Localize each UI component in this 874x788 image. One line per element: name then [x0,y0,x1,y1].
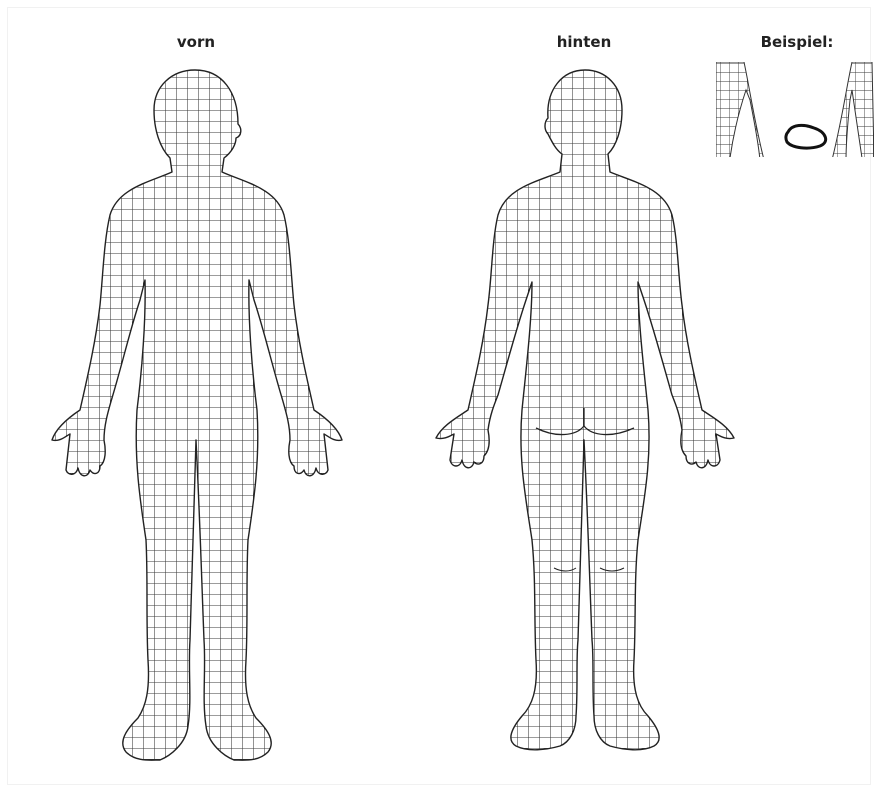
front-body-figure[interactable] [52,70,342,760]
back-body-outline[interactable] [436,70,734,750]
back-body-figure[interactable] [436,70,734,750]
example-marked-area [786,125,826,148]
front-body-outline[interactable] [52,70,342,760]
example-skin-patch [716,62,874,160]
